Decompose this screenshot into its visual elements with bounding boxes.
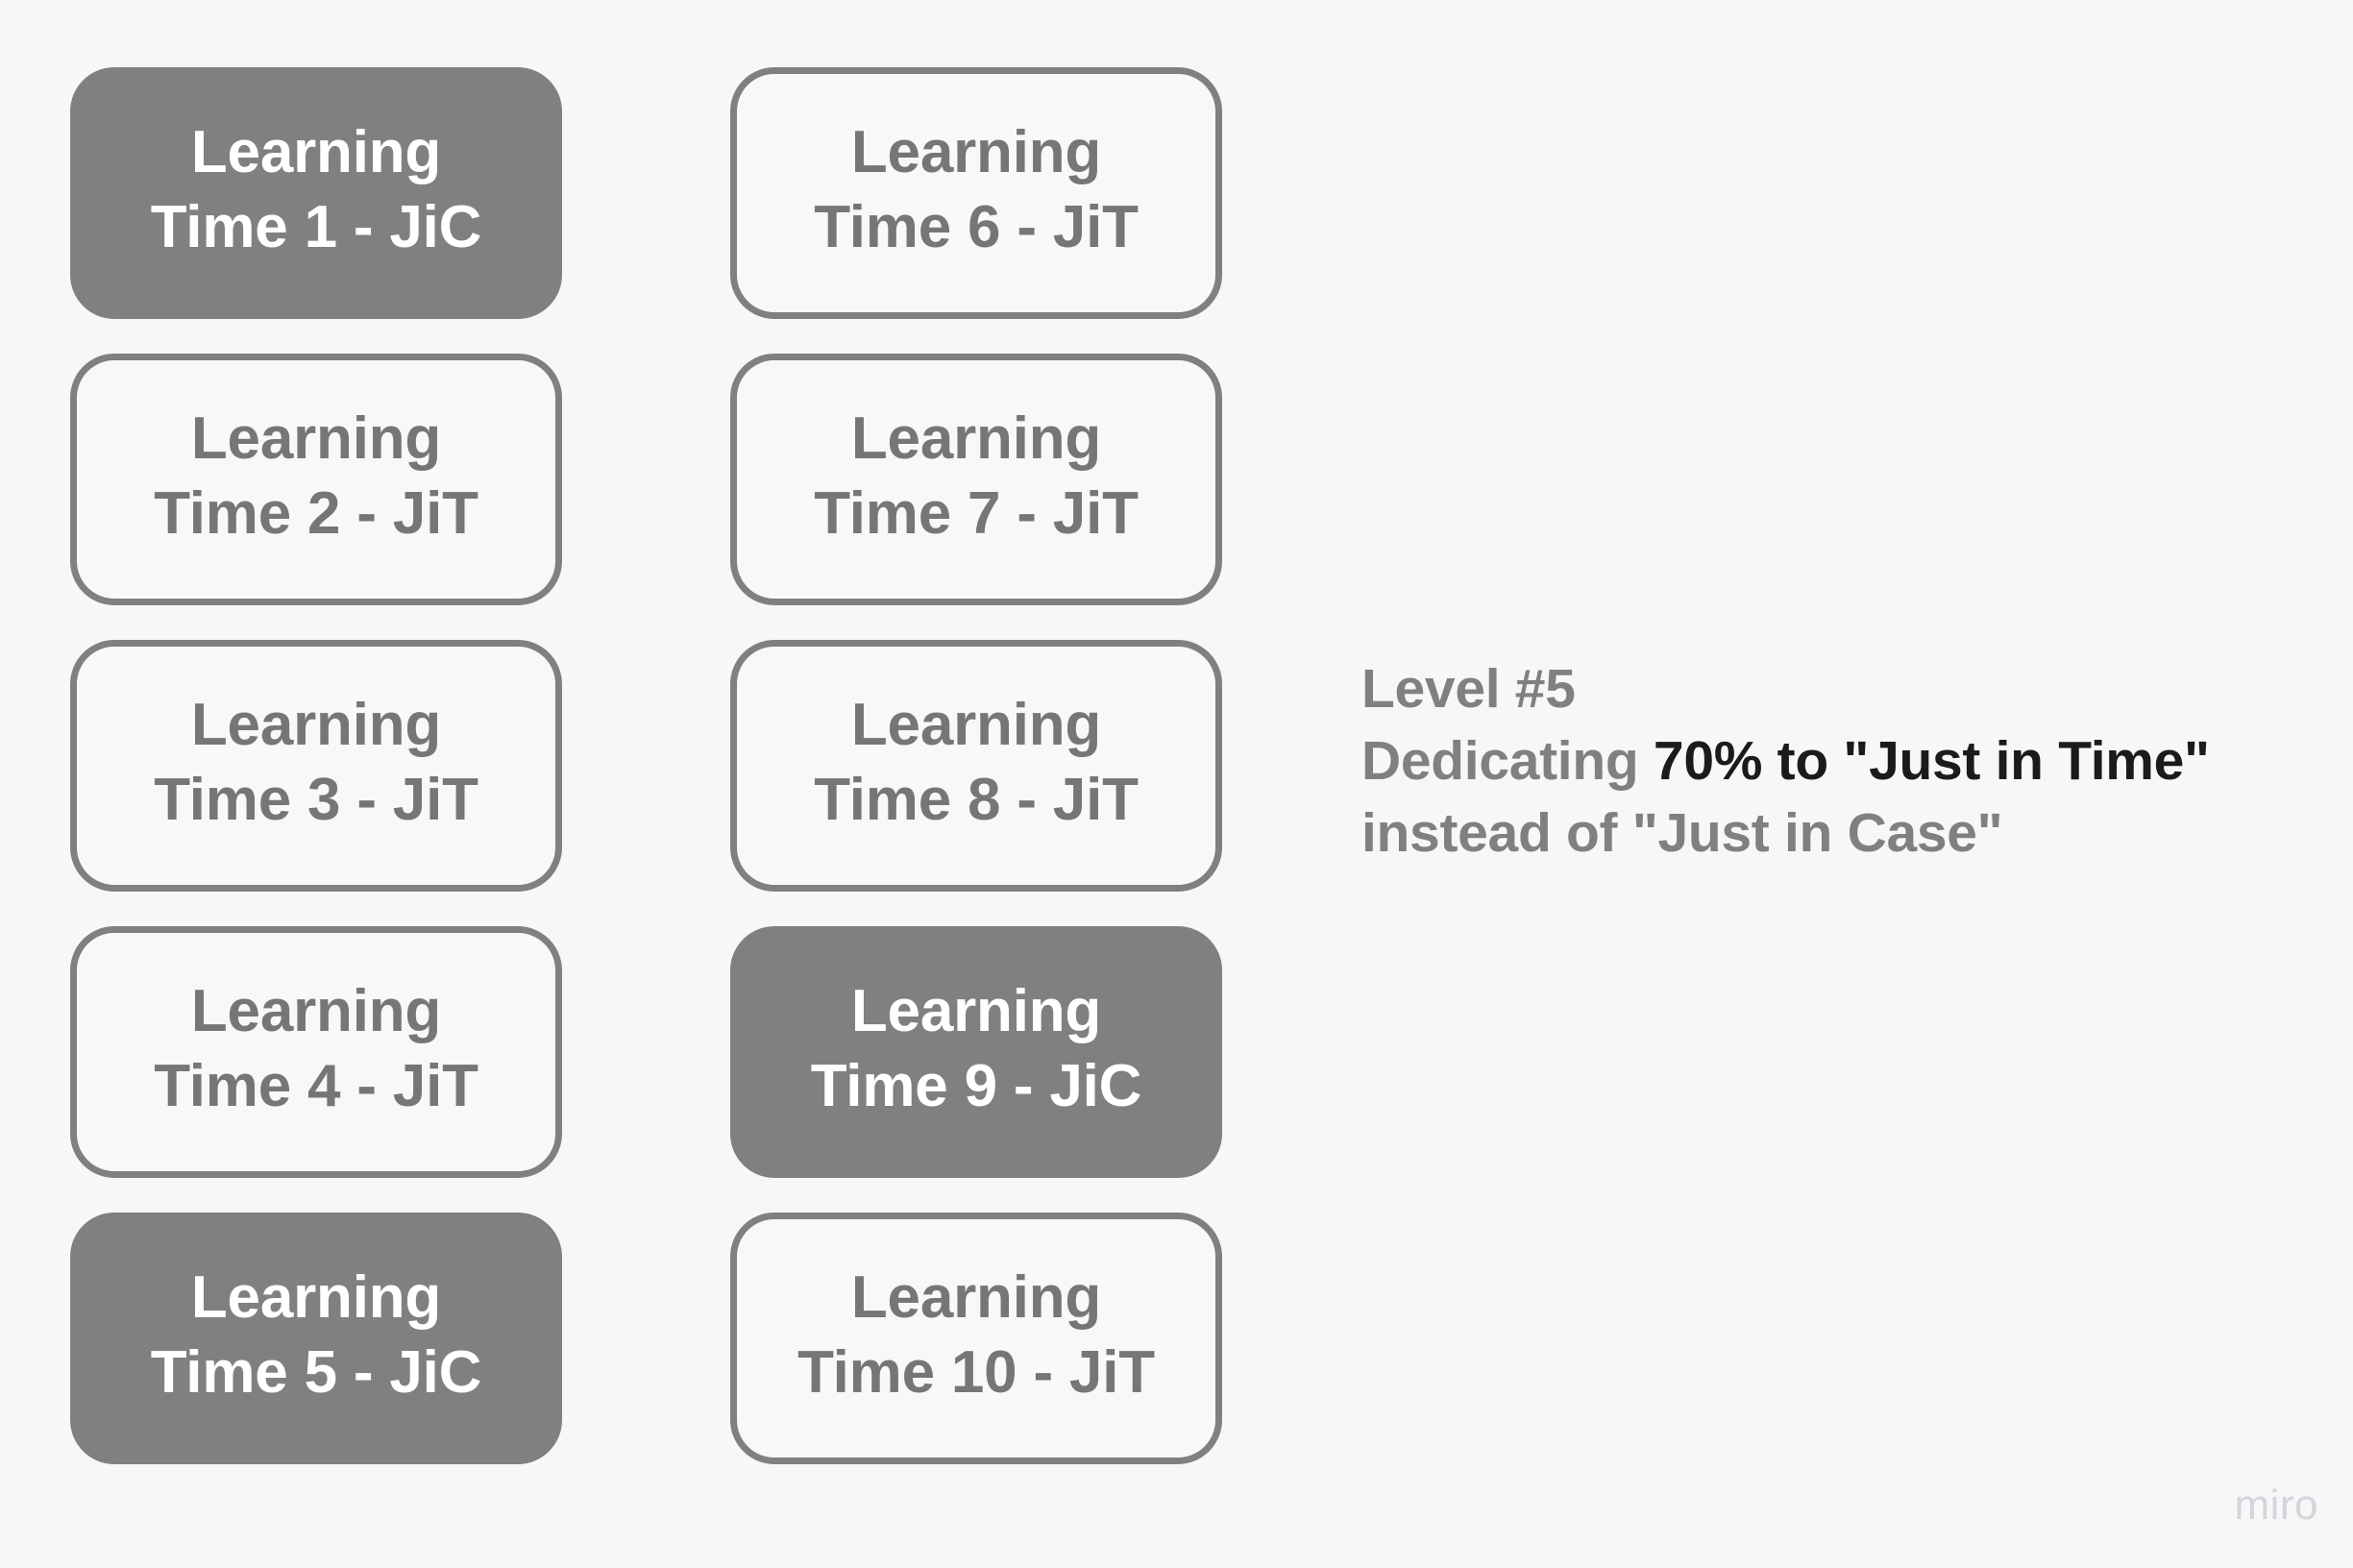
- annotation-line-level: Level #5: [1361, 658, 1576, 720]
- learning-time-card-label: Learning Time 6 - JiT: [814, 118, 1139, 260]
- annotation-line-instead: instead of "Just in Case": [1361, 802, 2003, 865]
- learning-time-card[interactable]: Learning Time 7 - JiT: [730, 354, 1222, 605]
- annotation-line-dedicating: Dedicating 70% to "Just in Time": [1361, 725, 2322, 797]
- miro-watermark: miro: [2234, 1482, 2318, 1529]
- card-column-right: Learning Time 6 - JiT Learning Time 7 - J…: [730, 67, 1222, 1464]
- learning-time-card[interactable]: Learning Time 5 - JiC: [70, 1213, 562, 1464]
- learning-time-card-label: Learning Time 9 - JiC: [810, 977, 1142, 1119]
- learning-time-card[interactable]: Learning Time 10 - JiT: [730, 1213, 1222, 1464]
- learning-time-card[interactable]: Learning Time 4 - JiT: [70, 926, 562, 1178]
- card-column-left: Learning Time 1 - JiC Learning Time 2 - J…: [70, 67, 562, 1464]
- annotation-text-block: Level #5 Dedicating 70% to "Just in Time…: [1361, 653, 2322, 870]
- learning-time-card[interactable]: Learning Time 6 - JiT: [730, 67, 1222, 319]
- learning-time-card[interactable]: Learning Time 2 - JiT: [70, 354, 562, 605]
- learning-time-card-label: Learning Time 8 - JiT: [814, 691, 1139, 833]
- learning-time-card-label: Learning Time 1 - JiC: [150, 118, 482, 260]
- learning-time-card[interactable]: Learning Time 1 - JiC: [70, 67, 562, 319]
- learning-time-card[interactable]: Learning Time 3 - JiT: [70, 640, 562, 892]
- learning-time-card-label: Learning Time 7 - JiT: [814, 404, 1139, 547]
- learning-time-card-label: Learning Time 5 - JiC: [150, 1263, 482, 1406]
- learning-time-card-label: Learning Time 10 - JiT: [797, 1263, 1155, 1406]
- learning-time-card-label: Learning Time 2 - JiT: [154, 404, 478, 547]
- learning-time-card-label: Learning Time 4 - JiT: [154, 977, 478, 1119]
- learning-time-card[interactable]: Learning Time 8 - JiT: [730, 640, 1222, 892]
- annotation-prefix: Dedicating: [1361, 730, 1654, 793]
- learning-time-card-label: Learning Time 3 - JiT: [154, 691, 478, 833]
- learning-time-card[interactable]: Learning Time 9 - JiC: [730, 926, 1222, 1178]
- annotation-emphasis: 70% to "Just in Time": [1653, 730, 2210, 793]
